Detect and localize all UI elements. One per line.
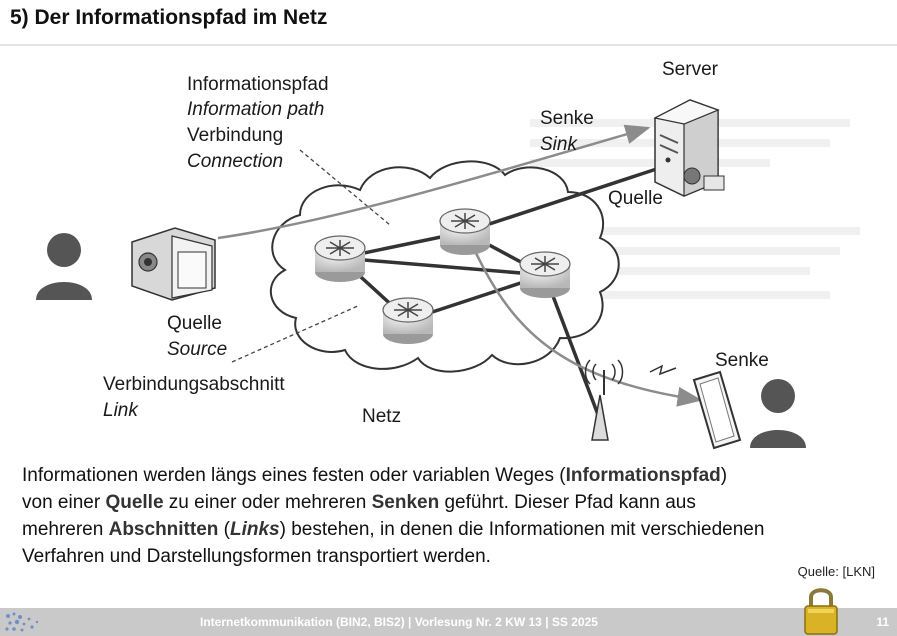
sink-label-en: Sink <box>540 134 577 155</box>
caption-term-informationspfad: Informationspfad <box>565 465 721 486</box>
information-path-to-server <box>217 124 651 240</box>
server-label: Server <box>662 59 718 80</box>
caption-term-abschnitten: Abschnitten <box>108 519 219 540</box>
caption-text: geführt. Dieser Pfad kann aus mehreren <box>22 492 696 540</box>
server-icon <box>653 99 725 197</box>
source-label: Quelle <box>167 313 222 334</box>
link-label: Verbindungsabschnitt <box>103 374 285 395</box>
router-icon <box>314 235 366 282</box>
caption-text: ) von einer <box>22 465 728 513</box>
caption-text: ) bestehen, in denen die Informationen m… <box>22 519 765 567</box>
caption-paragraph: Informationen werden längs eines festen … <box>22 462 882 570</box>
page-number: 11 <box>876 615 889 629</box>
router-icon <box>382 297 434 344</box>
router-icon <box>519 251 571 298</box>
link-label-en: Link <box>103 400 138 421</box>
tablet-icon <box>692 370 742 450</box>
link-pointer <box>231 304 361 363</box>
slide-title: 5) Der Informationspfad im Netz <box>10 6 328 29</box>
connection-pointer <box>299 149 391 226</box>
connection-label: Verbindung <box>187 125 284 146</box>
source-label-en: Source <box>167 339 228 360</box>
caption-text: zu einer oder mehreren <box>163 492 372 513</box>
antenna-icon <box>584 359 677 441</box>
person-icon <box>36 233 92 300</box>
information-path-label: Informationspfad <box>187 74 329 95</box>
receiver-sink-label: Senke <box>715 350 769 371</box>
title-divider <box>0 44 897 46</box>
caption-text: Informationen werden längs eines festen … <box>22 465 566 486</box>
sink-label: Senke <box>540 108 594 129</box>
caption-text: ( <box>218 519 230 540</box>
router-icon <box>439 208 491 255</box>
caption-term-quelle: Quelle <box>105 492 164 513</box>
caption-term-links: Links <box>230 519 280 540</box>
network-label: Netz <box>362 406 402 427</box>
information-path-label-en: Information path <box>187 99 325 120</box>
footer-course-info: Internetkommunikation (BIN2, BIS2) | Vor… <box>200 615 598 629</box>
lock-icon <box>804 588 838 635</box>
footer-bar: Internetkommunikation (BIN2, BIS2) | Vor… <box>0 608 897 636</box>
connection-label-en: Connection <box>187 151 284 172</box>
source-credit: Quelle: [LKN] <box>797 564 875 579</box>
person-icon <box>750 379 806 448</box>
information-path-to-sink <box>468 239 703 407</box>
network-diagram <box>36 99 806 450</box>
camera-icon <box>131 227 216 301</box>
university-logo-icon <box>5 612 39 632</box>
server-source-label: Quelle <box>608 188 663 209</box>
caption-term-senken: Senken <box>371 492 440 513</box>
